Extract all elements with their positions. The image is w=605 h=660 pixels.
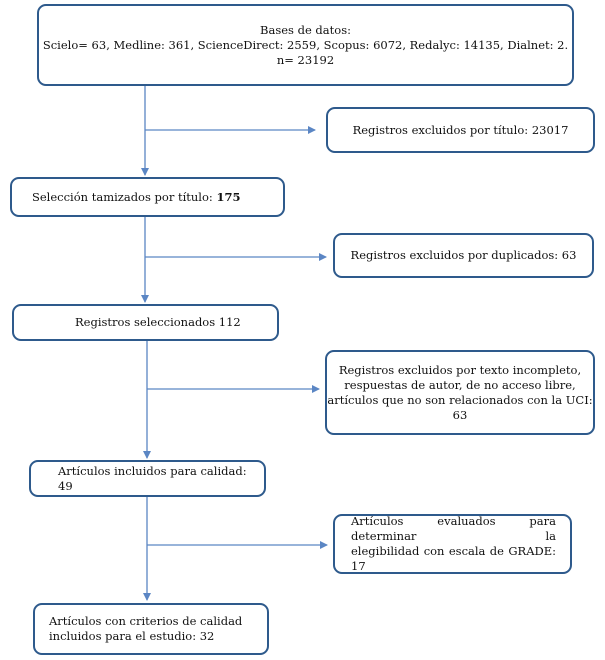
included-quality-box: Artículos incluidos para calidad: 49 xyxy=(29,460,266,497)
selected-box: Registros seleccionados 112 xyxy=(12,304,279,341)
evaluated-grade-line1: Artículos evaluados para determinar la xyxy=(351,514,556,543)
excluded-text-line1: Registros excluidos por texto incompleto… xyxy=(338,362,582,377)
excluded-title-box: Registros excluidos por título: 23017 xyxy=(326,107,595,153)
final-box: Artículos con criterios de calidad inclu… xyxy=(33,603,269,655)
excluded-duplicates-text: Registros excluidos por duplicados: 63 xyxy=(350,248,577,262)
selected-text: Registros seleccionados 112 xyxy=(75,315,241,329)
sources-total: n= 23192 xyxy=(276,52,335,67)
excluded-duplicates-box: Registros excluidos por duplicados: 63 xyxy=(333,233,594,278)
evaluated-grade-box: Artículos evaluados para determinar la e… xyxy=(333,514,572,574)
excluded-text-line4: 63 xyxy=(452,407,468,422)
included-quality-text: Artículos incluidos para calidad: 49 xyxy=(58,463,247,493)
screened-title-box: Selección tamizados por título: 175 xyxy=(10,177,285,217)
sources-counts: Scielo= 63, Medline: 361, ScienceDirect:… xyxy=(42,37,569,52)
excluded-text-box: Registros excluidos por texto incompleto… xyxy=(325,350,595,435)
evaluated-grade-line2: elegibilidad con escala de GRADE: 17 xyxy=(351,544,556,573)
screened-title-value: 175 xyxy=(216,189,241,204)
final-line1: Artículos con criterios de calidad xyxy=(49,614,243,628)
final-line2: incluidos para el estudio: 32 xyxy=(49,629,215,643)
screened-title-label: Selección tamizados por título: xyxy=(32,189,217,204)
sources-box: Bases de datos: Scielo= 63, Medline: 361… xyxy=(37,4,574,86)
excluded-title-text: Registros excluidos por título: 23017 xyxy=(352,122,569,137)
excluded-text-line3: artículos que no son relacionados con la… xyxy=(327,392,593,407)
sources-title: Bases de datos: xyxy=(260,22,351,37)
excluded-text-line2: respuestas de autor, de no acceso libre, xyxy=(344,377,576,392)
